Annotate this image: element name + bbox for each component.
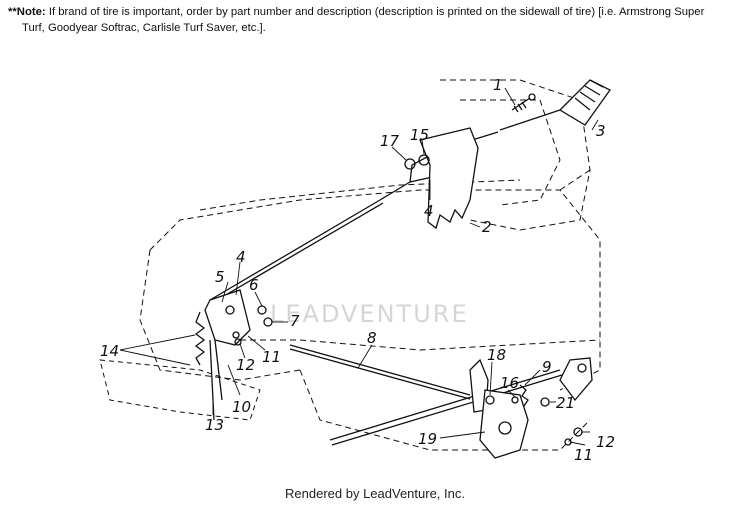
drive-rod-8 [289, 344, 471, 400]
right-lever [559, 357, 593, 402]
note-text-line2: Turf, Goodyear Softrac, Carlisle Turf Sa… [22, 22, 266, 34]
callout-16: 16 [500, 374, 519, 392]
nut-17 [404, 158, 416, 170]
callout-8: 8 [367, 329, 377, 347]
leader-lines [119, 87, 599, 446]
control-bracket [469, 358, 529, 459]
main-shaft [329, 369, 563, 446]
callout-6: 6 [249, 276, 259, 294]
bolt-7 [263, 317, 273, 327]
callout-15: 15 [410, 126, 429, 144]
callout-10: 10 [232, 398, 251, 416]
nut-15 [418, 154, 430, 166]
bolt-1 [511, 93, 536, 113]
parts-diagram: 1 2 3 4 4 5 6 7 8 9 10 11 11 12 12 13 14… [99, 76, 615, 464]
callout-18: 18 [487, 346, 506, 364]
shift-bracket [419, 127, 479, 230]
callout-12-right: 12 [596, 433, 615, 451]
note-text-line1: If brand of tire is important, order by … [48, 6, 705, 18]
spring-14 [194, 311, 206, 366]
callout-4-lower: 4 [236, 248, 246, 266]
shift-rod [209, 199, 384, 304]
callout-21: 21 [556, 394, 575, 412]
callout-14: 14 [100, 342, 119, 360]
callout-11-left: 11 [262, 348, 281, 366]
callout-4-upper: 4 [424, 202, 434, 220]
lower-lever-arm [204, 289, 251, 346]
callout-9: 9 [542, 358, 552, 376]
callout-19: 19 [418, 430, 437, 448]
callout-5: 5 [215, 268, 225, 286]
callout-17: 17 [380, 132, 400, 150]
tire-brand-note: **Note: If brand of tire is important, o… [8, 4, 746, 36]
foot-plate [99, 359, 261, 421]
body-outline [139, 79, 601, 451]
callout-12-left: 12 [236, 356, 255, 374]
nut-12-left [234, 338, 242, 346]
callout-13: 13 [205, 416, 224, 434]
callout-7: 7 [290, 312, 300, 330]
note-label: Note: [16, 6, 46, 18]
callout-3: 3 [596, 122, 606, 140]
bolt-6 [257, 305, 267, 315]
credit-line: Rendered by LeadVenture, Inc. [285, 486, 465, 501]
link-rod-10 [214, 339, 223, 401]
shift-knob [499, 79, 611, 131]
spring-9 [519, 384, 529, 407]
callout-2: 2 [482, 218, 492, 236]
leadventure-watermark: LEADVENTURE [270, 300, 469, 328]
nut-21 [540, 397, 550, 407]
callout-1: 1 [493, 76, 503, 94]
callout-11-right: 11 [574, 446, 593, 464]
